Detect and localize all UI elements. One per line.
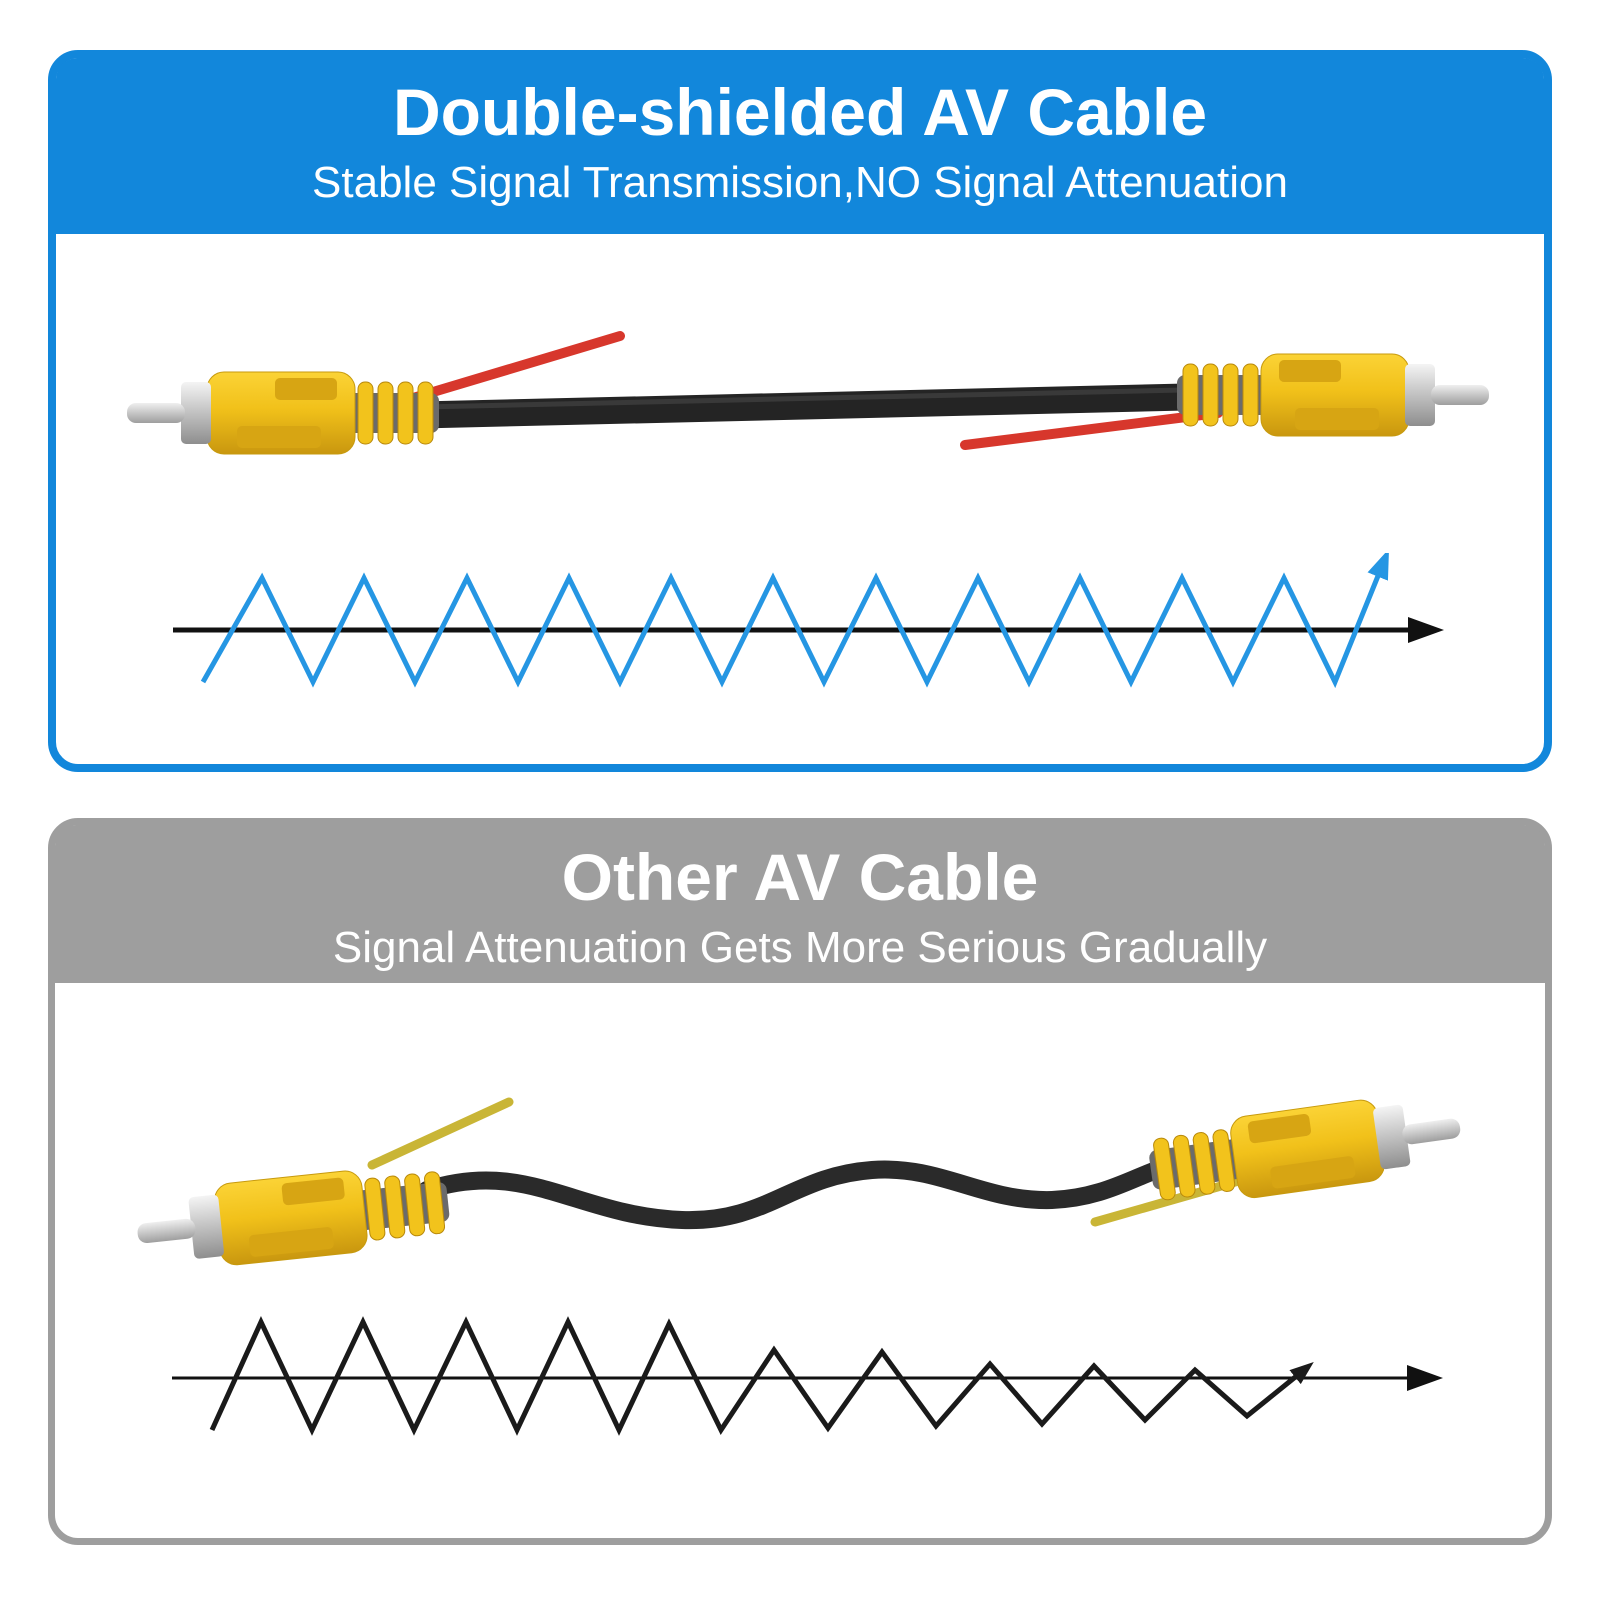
panel-subtitle: Stable Signal Transmission,NO Signal Att… [312, 157, 1288, 207]
panel-header-gray: Other AV Cable Signal Attenuation Gets M… [55, 825, 1545, 983]
double-shielded-cable-photo [126, 331, 1490, 455]
cable-wire [406, 383, 1200, 429]
panel-subtitle-2: Signal Attenuation Gets More Serious Gra… [332, 922, 1268, 972]
page-title: Double-shielded AV Cable [392, 75, 1208, 149]
panel-other-av-cable: Other AV Cable Signal Attenuation Gets M… [48, 818, 1552, 1545]
pigtail-wire-right [960, 408, 1223, 450]
attenuating-signal-waveform [172, 1316, 1443, 1436]
signal-wave [209, 1316, 1314, 1436]
rca-connector-left [132, 1160, 453, 1276]
pigtail-wire-left [398, 331, 625, 406]
cable-highlight [422, 387, 1184, 410]
rca-connector-right [1176, 353, 1490, 437]
pigtail-wire-left [367, 1097, 514, 1170]
stable-signal-waveform [173, 553, 1444, 689]
rca-connector-left [126, 371, 440, 455]
panel-double-shielded: Double-shielded AV Cable Stable Signal T… [48, 50, 1552, 772]
cable-wire [418, 1159, 1171, 1230]
panel-header-blue: Double-shielded AV Cable Stable Signal T… [56, 58, 1544, 234]
rca-connector-right [1144, 1086, 1467, 1212]
other-cable-photo [132, 1086, 1467, 1276]
pigtail-wire-right [1090, 1175, 1247, 1227]
signal-wave [200, 553, 1390, 689]
page-title-2: Other AV Cable [561, 840, 1039, 914]
